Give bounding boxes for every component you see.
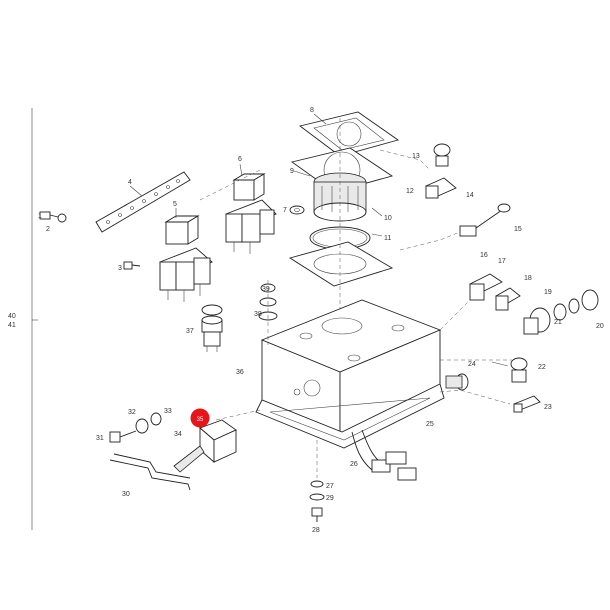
callout-1: 1 [38,213,42,220]
main-housing-36 [260,299,442,441]
callout-31: 31 [96,435,104,442]
highlight-label: 35 [197,417,204,423]
callout-14: 14 [466,192,474,199]
relay-base-left [159,247,213,302]
callout-17: 17 [498,258,506,265]
base-plate-25 [255,383,445,449]
callout-13: 13 [412,153,420,160]
bolt-31 [109,430,137,443]
harness-26 [351,429,417,481]
highlight-dot[interactable] [190,408,210,428]
callout-12: 12 [406,188,414,195]
callout-22: 22 [538,364,546,371]
callout-21: 21 [554,319,562,326]
callout-24: 24 [468,361,476,368]
lamp-socket-37 [201,304,223,352]
callout-15: 15 [514,226,522,233]
knob-13 [433,143,451,167]
switch-12-14 [425,177,457,199]
callout-9: 9 [290,168,294,175]
side-label-top: 40 [8,313,16,320]
plug-24 [445,373,469,391]
callout-7: 7 [283,207,287,214]
callout-39: 39 [262,286,270,293]
gasket-11 [288,241,394,287]
callout-27: 27 [326,483,334,490]
callout-2: 2 [46,226,50,233]
callout-34: 34 [174,431,182,438]
pushbutton-19-21 [523,289,599,335]
callout-37-left: 37 [186,328,194,335]
callout-26: 26 [350,461,358,468]
callout-16: 16 [480,252,488,259]
switch-35 [173,419,237,473]
lever-30 [109,453,191,491]
switch-18 [495,287,521,311]
callout-labels: 1 2 3 4 5 6 7 8 9 10 11 12 13 14 15 16 1… [38,107,604,534]
callout-5: 5 [173,201,177,208]
callout-38: 38 [254,311,262,318]
callout-33: 33 [164,408,172,415]
callout-19: 19 [544,289,552,296]
callout-6: 6 [238,156,242,163]
relay-base-right [225,199,277,254]
terminal-strip-4 [95,171,191,233]
callout-30: 30 [122,491,130,498]
callout-4: 4 [128,179,132,186]
callout-36: 36 [236,369,244,376]
callout-23: 23 [544,404,552,411]
callout-8: 8 [310,107,314,114]
highlight-marker-35[interactable]: 35 [190,408,210,428]
callout-10: 10 [384,215,392,222]
callout-18: 18 [524,275,532,282]
screw-1 [39,211,67,223]
relay-6 [232,173,266,201]
leader-lines [129,113,509,367]
relay-5 [164,215,200,245]
washers-32-33 [135,412,162,434]
side-label-bottom: 41 [8,322,16,329]
washer-7 [289,205,305,215]
callout-29: 29 [326,495,334,502]
knob-22 [510,357,528,383]
screw-3 [123,261,141,270]
callout-25: 25 [426,421,434,428]
callout-28: 28 [312,527,320,534]
callout-3: 3 [118,265,122,272]
bracket-23 [513,395,541,413]
toggle-15-16 [459,203,511,237]
callout-11: 11 [384,235,391,242]
stack-27-29 [309,480,325,522]
callout-20: 20 [596,323,604,330]
callout-32: 32 [128,409,136,416]
side-bracket: 40 41 [8,108,38,530]
switch-17 [469,273,503,301]
